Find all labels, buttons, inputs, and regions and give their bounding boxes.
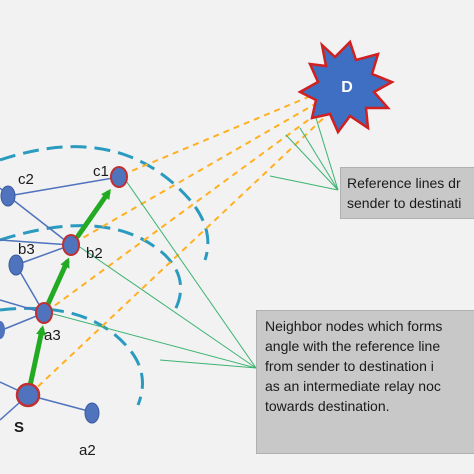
callout-line: as an intermediate relay noc: [265, 378, 441, 394]
callout-line: Neighbor nodes which forms: [265, 318, 443, 334]
node-left-edge: [0, 321, 5, 339]
node-label-b2: b2: [86, 245, 103, 262]
neighbor-nodes: [0, 185, 100, 424]
reference-line-s: [29, 111, 331, 395]
range-circle-inner: [0, 306, 144, 406]
callout-line: sender to destinati: [347, 195, 462, 211]
reference-line-a3: [45, 106, 327, 313]
path-arrow-b2-c1: [75, 188, 111, 239]
node-a2: [84, 402, 100, 424]
node-label-c2: c2: [18, 171, 34, 188]
node-sender: [15, 382, 41, 408]
destination-star-burst-icon: D: [297, 39, 395, 135]
relay-path: [27, 188, 111, 389]
node-labels: S a3 b2 c1 c2 b3 a2: [14, 163, 109, 459]
node-a3: [35, 302, 53, 324]
reference-line-c1: [121, 92, 319, 176]
node-c2: [0, 185, 16, 207]
node-b3: [8, 254, 24, 276]
callout-line: Reference lines dr: [347, 175, 461, 191]
node-label-b3: b3: [18, 241, 35, 258]
relay-nodes: [15, 166, 128, 408]
range-circle-outer: [0, 145, 210, 261]
callout-line: towards destination.: [265, 398, 390, 414]
node-label-sender: S: [14, 419, 24, 436]
reference-lines-callout: Reference lines dr sender to destinati: [340, 167, 474, 219]
callout-line: angle with the reference line: [265, 338, 441, 354]
neighbor-nodes-callout: Neighbor nodes which forms angle with th…: [256, 310, 474, 454]
range-circle-middle: [0, 224, 183, 311]
callout-line: from sender to destination i: [265, 358, 434, 374]
reference-lines: [29, 92, 331, 395]
node-b2: [62, 234, 80, 256]
range-circles: [0, 145, 210, 406]
reference-line-b2: [73, 99, 323, 244]
path-arrow-a3-b2: [45, 257, 70, 307]
leader-lines: [45, 117, 339, 369]
path-arrow-s-a3: [27, 325, 46, 389]
destination-label: D: [341, 79, 353, 96]
node-c1: [110, 166, 128, 188]
node-label-a3: a3: [44, 327, 61, 344]
node-label-c1: c1: [93, 163, 109, 180]
neighbor-edges: [0, 176, 120, 421]
node-label-a2: a2: [79, 442, 96, 459]
